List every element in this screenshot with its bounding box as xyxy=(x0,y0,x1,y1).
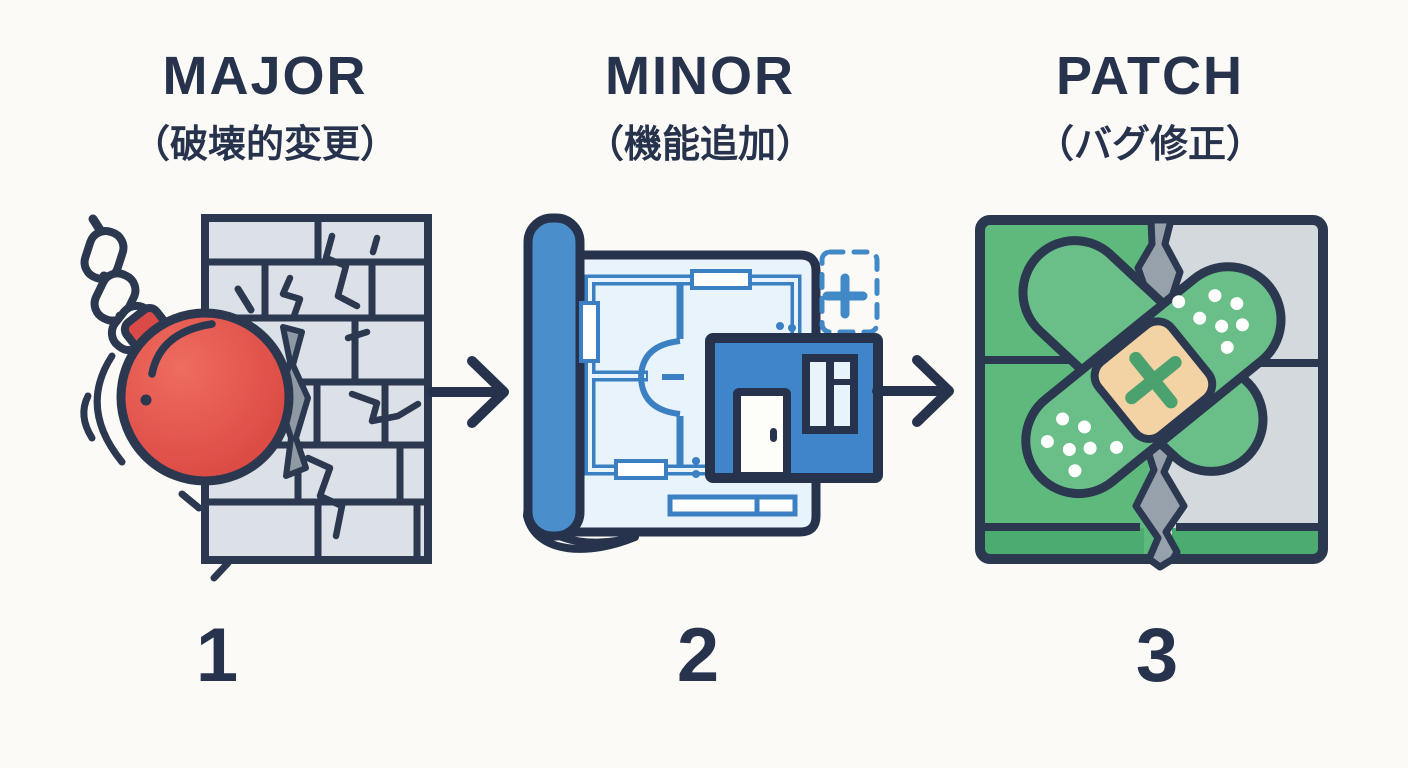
column-major-header: MAJOR （破壊的変更） xyxy=(45,48,485,168)
patch-subtitle: （バグ修正） xyxy=(1035,123,1264,166)
blueprint-with-extension-icon xyxy=(523,213,883,553)
bandage-icon xyxy=(1021,262,1286,499)
impact-debris xyxy=(178,285,255,582)
door xyxy=(733,388,791,480)
step-number-3: 3 xyxy=(1135,613,1179,698)
wrecking-ball-icon xyxy=(116,304,294,486)
major-subtitle: （破壊的変更） xyxy=(131,123,398,166)
step-number-1: 1 xyxy=(195,613,239,698)
motion-lines xyxy=(80,352,126,466)
building-extension-icon xyxy=(705,333,883,483)
wrecking-ball-breaking-wall-icon xyxy=(80,214,432,582)
step-number-2: 2 xyxy=(676,613,720,698)
arrow-right-icon xyxy=(872,355,954,427)
bandage-over-crack-icon xyxy=(975,215,1328,571)
column-minor-header: MINOR （機能追加） xyxy=(480,48,920,168)
dashed-addition-icon xyxy=(819,249,880,335)
bandage-dots xyxy=(1040,289,1249,478)
patch-title: PATCH xyxy=(1056,46,1244,106)
minor-subtitle: （機能追加） xyxy=(585,123,814,166)
blueprint-roll xyxy=(523,213,585,541)
major-title: MAJOR xyxy=(162,46,368,106)
wall-cracks xyxy=(279,232,422,540)
arrow-right-icon xyxy=(427,356,509,428)
plus-icon xyxy=(822,273,868,319)
minor-title: MINOR xyxy=(605,46,795,106)
pad-cross-icon xyxy=(1125,351,1182,409)
column-patch-header: PATCH （バグ修正） xyxy=(930,48,1370,168)
